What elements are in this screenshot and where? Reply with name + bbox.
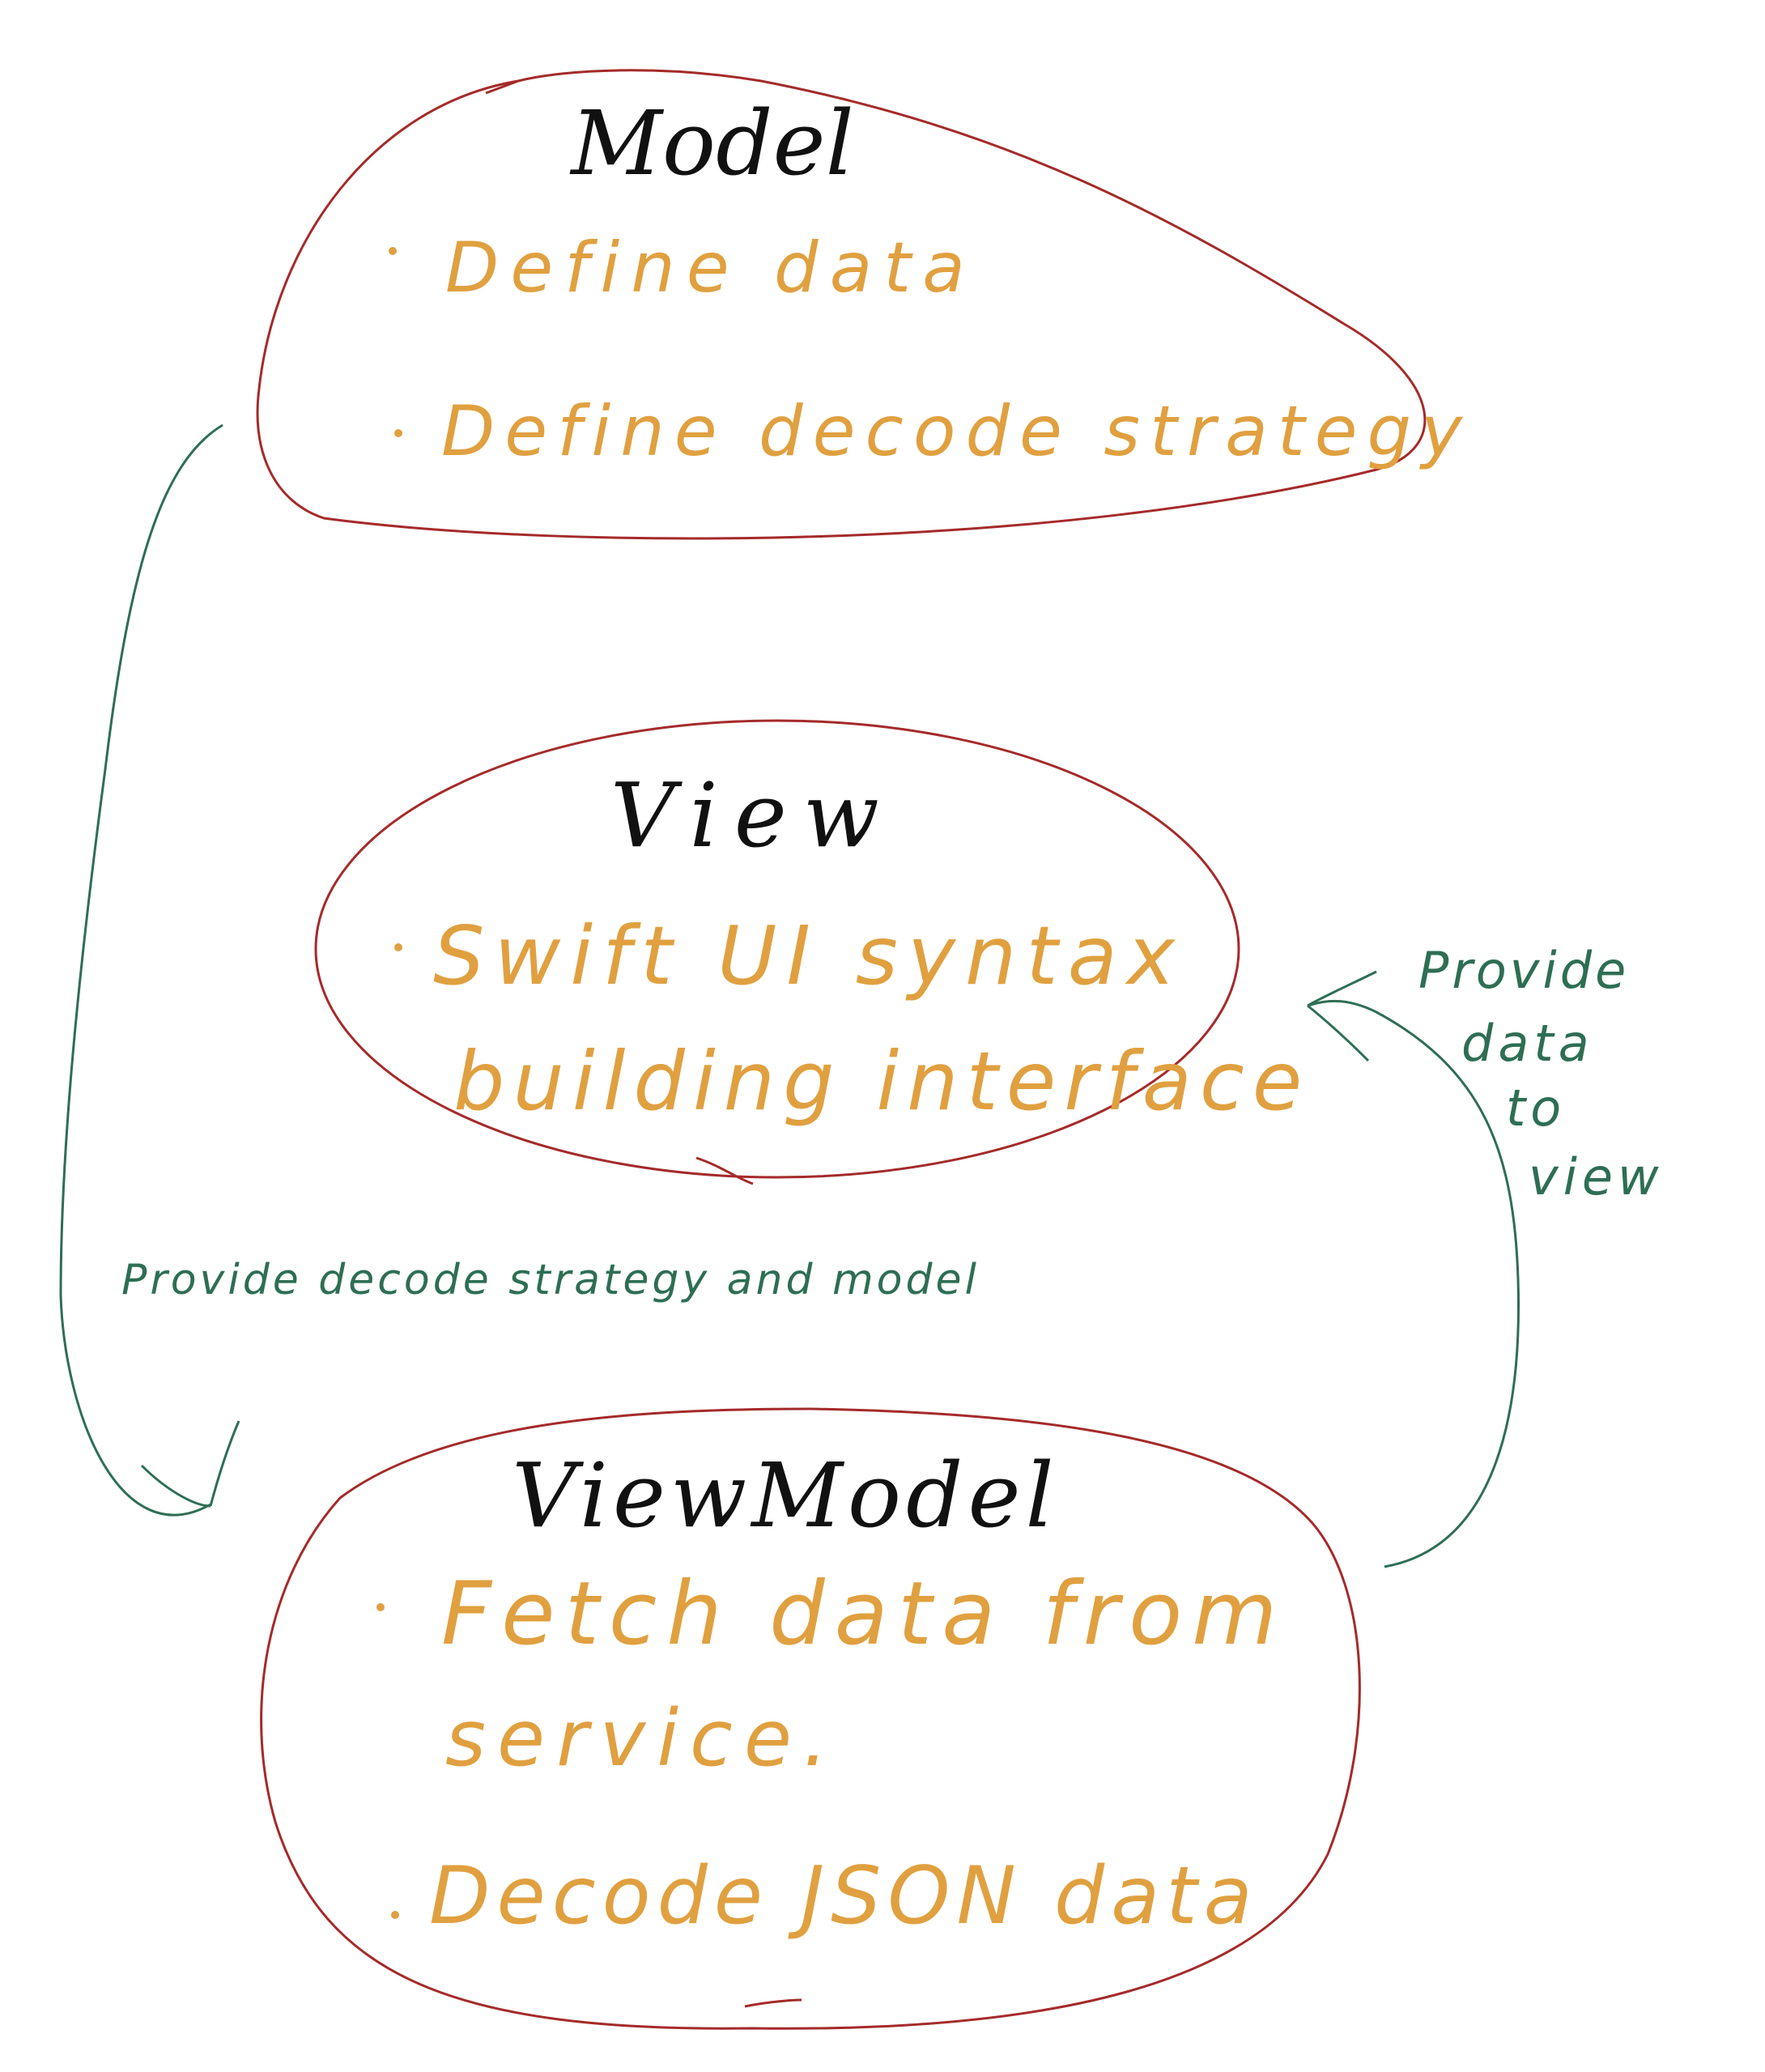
viewmodel-bullet-dot-1 bbox=[376, 1603, 385, 1611]
view-bullet-line-1: Swift UI syntax bbox=[433, 908, 1184, 1003]
view-node: View Swift UI syntax building interface bbox=[314, 719, 1310, 1185]
arrowhead-model-to-viewmodel bbox=[140, 1420, 240, 1508]
label-viewmodel-to-view-1: Provide bbox=[1418, 941, 1629, 1000]
viewmodel-outline bbox=[260, 1407, 1361, 2030]
arrow-model-to-viewmodel bbox=[59, 423, 223, 1517]
viewmodel-bullet-dot-2 bbox=[391, 1911, 399, 1919]
view-bullet-dot bbox=[394, 943, 402, 951]
view-title: View bbox=[610, 764, 895, 867]
viewmodel-node: ViewModel Fetch data from service. Decod… bbox=[260, 1407, 1361, 2030]
view-outline bbox=[314, 719, 1240, 1179]
model-bullet-1: Define data bbox=[445, 228, 976, 308]
label-viewmodel-to-view-4: view bbox=[1529, 1147, 1664, 1206]
label-viewmodel-to-view-3: to bbox=[1506, 1079, 1566, 1138]
arrow-viewmodel-to-view bbox=[1307, 999, 1520, 1568]
model-outline-overlap bbox=[485, 79, 519, 95]
arrowhead-viewmodel-to-view bbox=[1307, 970, 1377, 1062]
viewmodel-outline-overlap bbox=[744, 1998, 802, 2008]
model-bullet-dot-2 bbox=[394, 429, 402, 437]
model-bullet-dot-1 bbox=[389, 247, 397, 255]
viewmodel-bullet-1-line-1: Fetch data from bbox=[441, 1564, 1287, 1665]
viewmodel-bullet-1-line-2: service. bbox=[445, 1693, 839, 1784]
model-outline bbox=[256, 69, 1427, 540]
viewmodel-bullet-2: Decode JSON data bbox=[429, 1850, 1259, 1942]
model-node: Model Define data Define decode strategy bbox=[256, 69, 1472, 540]
label-model-to-viewmodel: Provide decode strategy and model bbox=[121, 1256, 980, 1304]
edge-model-to-viewmodel: Provide decode strategy and model bbox=[59, 423, 980, 1517]
edge-viewmodel-to-view: Provide data to view bbox=[1307, 941, 1664, 1568]
viewmodel-title: ViewModel bbox=[512, 1444, 1059, 1547]
label-viewmodel-to-view-2: data bbox=[1461, 1014, 1594, 1073]
view-outline-overlap bbox=[695, 1156, 754, 1185]
view-bullet-line-2: building interface bbox=[453, 1034, 1310, 1129]
model-bullet-2: Define decode strategy bbox=[441, 391, 1472, 472]
model-title: Model bbox=[569, 91, 854, 195]
